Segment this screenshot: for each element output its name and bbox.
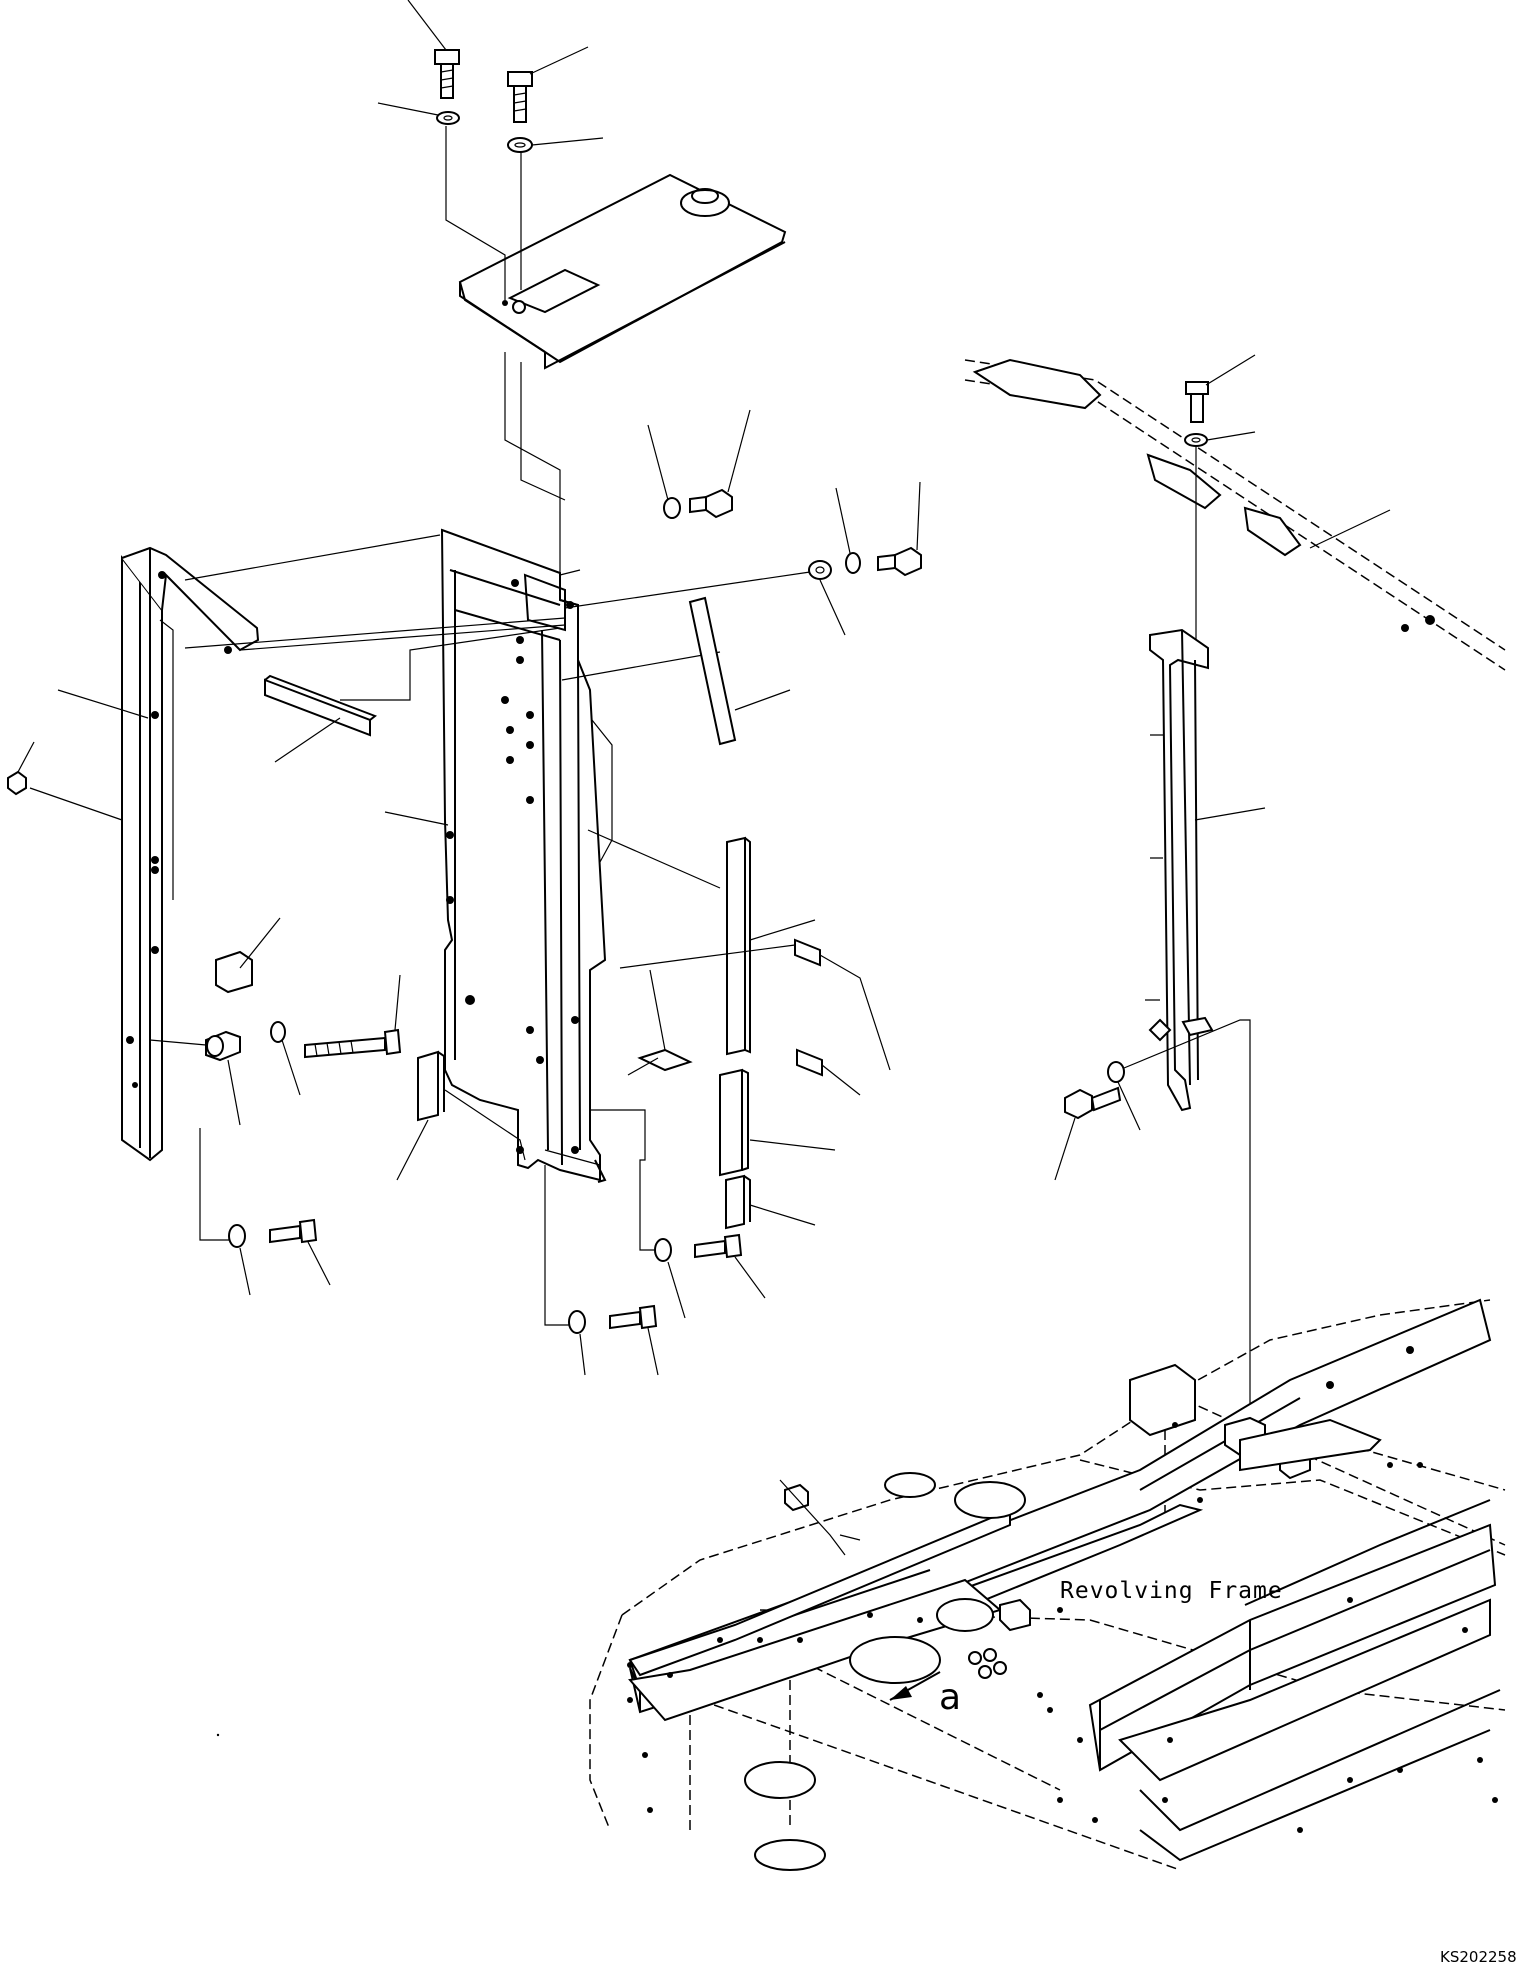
bottom-left-washer xyxy=(228,1224,251,1296)
seal-block-left xyxy=(396,1050,526,1181)
plug-cap xyxy=(7,741,35,796)
long-bolt xyxy=(304,974,402,1059)
upper-right-beam xyxy=(964,358,1506,671)
top-assembly-leader xyxy=(445,126,566,590)
bottom-left-leader xyxy=(199,1128,230,1241)
seal-block-1 xyxy=(719,1068,836,1177)
top-bracket-plate xyxy=(458,173,787,370)
bottom-center-bolt-1 xyxy=(609,1304,659,1376)
panel-leader-lines xyxy=(184,534,721,889)
seal-pad-small-1 xyxy=(619,938,891,1071)
seal-block-2 xyxy=(725,1174,816,1230)
bottom-center-washer-2 xyxy=(654,1238,686,1319)
right-bolt-lower xyxy=(1054,1086,1122,1181)
bottom-center-leader-2 xyxy=(590,1109,655,1251)
seal-strip-vertical-long xyxy=(726,836,816,1056)
upper-right-washer-1 xyxy=(647,424,681,519)
upper-right-nut xyxy=(564,560,846,636)
left-vertical-frame xyxy=(29,546,260,1162)
right-vertical-bracket xyxy=(1145,628,1266,1112)
top-bolt-2 xyxy=(507,46,589,123)
upper-right-washer-2 xyxy=(835,487,861,574)
revolving-frame xyxy=(589,1298,1506,1871)
right-top-bolt xyxy=(1185,354,1256,423)
right-washer-lower xyxy=(1107,1019,1251,1440)
washer-left xyxy=(270,1021,301,1096)
top-bolt-1 xyxy=(407,0,460,99)
center-panel xyxy=(440,528,613,1183)
bottom-center-leader-1 xyxy=(544,1165,570,1326)
top-washer-1 xyxy=(377,102,460,125)
upper-right-bolt-1 xyxy=(689,409,751,519)
revolving-frame-label: Revolving Frame xyxy=(1060,1578,1283,1604)
seal-pad-small-2 xyxy=(796,1048,861,1096)
seal-strip-horizontal xyxy=(264,627,561,763)
bottom-center-bolt-2 xyxy=(694,1233,766,1299)
upper-right-bolt-2 xyxy=(877,481,922,577)
top-washer-2 xyxy=(507,137,604,153)
bottom-center-washer-1 xyxy=(568,1310,586,1376)
bottom-left-bolt xyxy=(269,1218,331,1286)
view-arrow-a xyxy=(889,1671,941,1701)
drawing-code: KS202258 xyxy=(1440,1948,1517,1966)
stray-mark xyxy=(216,1733,220,1737)
view-a-label: a xyxy=(939,1677,962,1718)
rubber-cushion xyxy=(215,917,281,994)
seal-pad-flat xyxy=(627,969,693,1076)
right-top-washer xyxy=(1184,431,1256,447)
seal-strip-diagonal xyxy=(688,596,791,746)
spacer-collar xyxy=(149,1030,241,1126)
